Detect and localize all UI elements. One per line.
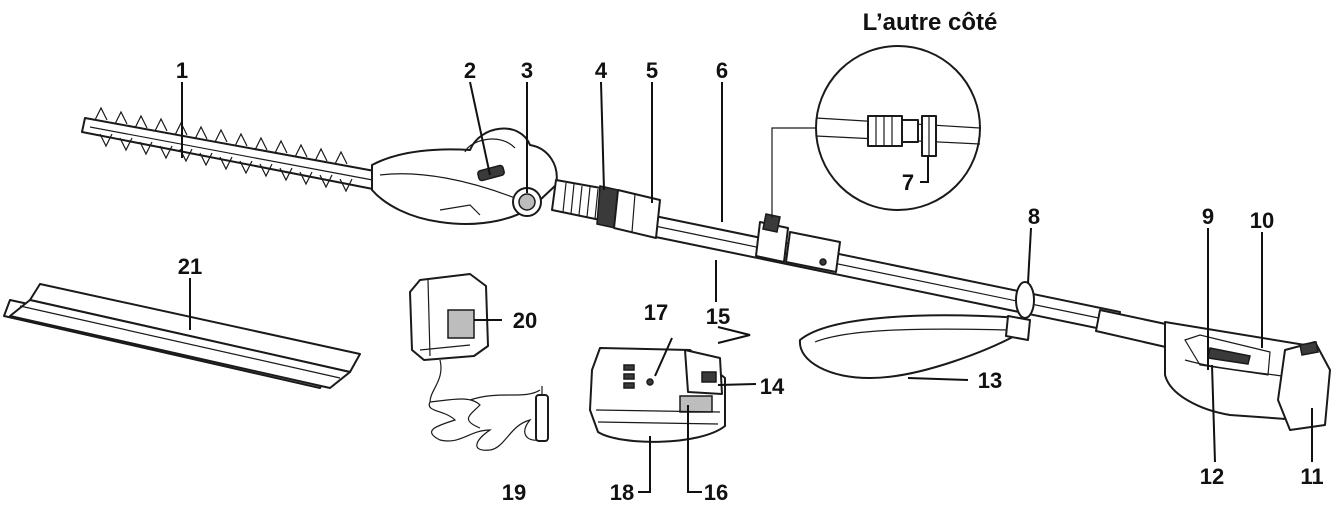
blade-teeth [94,106,353,193]
pole-coupling [551,179,661,239]
label-6: 6 [716,58,728,83]
label-20: 20 [513,308,537,333]
leader-lines [181,81,1313,493]
charge-indicator-leds [623,364,654,389]
lock-collar [755,213,841,273]
label-11: 11 [1300,464,1323,489]
label-5: 5 [646,58,658,83]
label-2: 2 [464,58,476,83]
label-7: 7 [902,170,914,195]
blade [81,106,381,193]
motor-head [371,127,558,225]
label-18: 18 [610,480,634,505]
label-16: 16 [704,480,728,505]
label-15: 15 [706,304,730,329]
label-17: 17 [644,300,668,325]
callout-labels: L’autre côté 1 2 3 4 5 6 7 8 9 10 11 12 … [176,9,1324,505]
label-1: 1 [176,58,188,83]
label-10: 10 [1250,208,1274,233]
label-21: 21 [178,254,202,279]
battery-pack [589,347,726,443]
inset-title: L’autre côté [863,9,998,36]
inset-detail [771,45,981,218]
label-19: 19 [502,480,526,505]
rear-handle [1164,321,1331,431]
strap-ring [1015,281,1035,319]
label-13: 13 [978,368,1002,393]
label-9: 9 [1202,204,1214,229]
coupling-ribs [562,182,599,220]
label-3: 3 [521,58,533,83]
shoulder-strap [798,314,1031,379]
direction-arrow [717,326,751,344]
label-8: 8 [1028,204,1040,229]
blade-cover [3,283,361,389]
label-4: 4 [595,58,608,83]
label-14: 14 [760,374,785,399]
label-12: 12 [1200,464,1224,489]
rotation-knob [512,187,542,217]
charger [409,273,489,361]
charger-cable [428,359,549,451]
